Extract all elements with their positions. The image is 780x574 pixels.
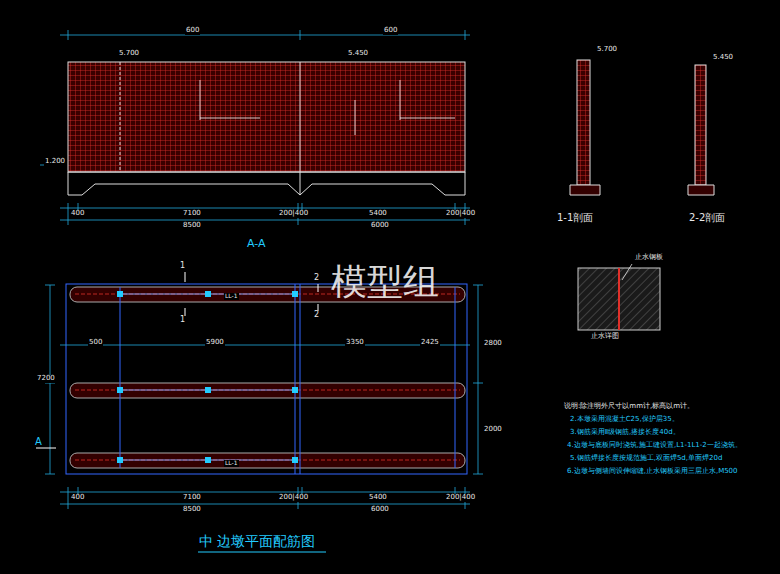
dimension-label: 600 xyxy=(185,27,200,35)
dimension-label: 止水钢板 xyxy=(634,254,664,262)
note-text: 说明:除注明外尺寸以mm计,标高以m计。 xyxy=(563,403,770,411)
dimension-label: 5.450 xyxy=(347,50,369,58)
dimension-label: 200|400 xyxy=(278,494,309,502)
dimension-label: 1 xyxy=(179,262,186,271)
dimension-label: LL-1 xyxy=(224,460,239,467)
dimension-label: 7100 xyxy=(182,494,202,502)
watermark: 模型组 xyxy=(330,262,440,302)
dimension-label: 5.700 xyxy=(596,46,618,54)
dimension-label: 5900 xyxy=(205,339,225,347)
dimension-label: 600 xyxy=(383,27,398,35)
dimension-label: 3350 xyxy=(345,339,365,347)
dimension-label: 200|400 xyxy=(445,494,476,502)
dimension-label: 5400 xyxy=(368,210,388,218)
drawing-title: 中 边墩平面配筋图 xyxy=(198,534,316,549)
dimension-label: 1 xyxy=(179,316,186,325)
dimension-label: A-A xyxy=(246,238,267,250)
dimension-label: 8500 xyxy=(182,506,202,514)
dimension-label: 200|400 xyxy=(445,210,476,218)
dimension-label: 2-2剖面 xyxy=(688,212,726,223)
dimension-label: 2000 xyxy=(483,426,503,434)
dimension-label: 2 xyxy=(313,311,320,320)
note-text: 5.钢筋焊接长度按规范施工,双面焊5d,单面焊20d xyxy=(569,455,776,463)
dimension-label: 6000 xyxy=(370,222,390,230)
dimension-label: 5.450 xyxy=(712,54,734,62)
note-text: 4.边墩与底板同时浇筑,施工缝设置,L1-1L1-2一起浇筑。 xyxy=(566,442,773,450)
dimension-label: 2 xyxy=(313,274,320,283)
dimension-label: 400 xyxy=(70,210,85,218)
dimension-label: 止水详图 xyxy=(590,333,620,341)
dimension-label: 500 xyxy=(88,339,103,347)
dimension-label: 200|400 xyxy=(278,210,309,218)
dimension-label: 2800 xyxy=(483,340,503,348)
dimension-label: LL-1 xyxy=(224,293,239,300)
dimension-label: 7200 xyxy=(36,375,56,383)
dimension-label: 1-1剖面 xyxy=(556,212,594,223)
dimension-label: 2425 xyxy=(420,339,440,347)
dimension-label: A xyxy=(34,436,43,447)
note-text: 2.本墩采用混凝土C25,保护层35。 xyxy=(569,416,776,424)
dimension-label: 5400 xyxy=(368,494,388,502)
dimension-label: 5.700 xyxy=(118,50,140,58)
dimension-label: 400 xyxy=(70,494,85,502)
note-text: 3.钢筋采用Ⅱ级钢筋,搭接长度40d。 xyxy=(569,429,776,437)
note-text: 6.边墩与侧墙间设伸缩缝,止水钢板采用三层止水,M500 xyxy=(566,468,773,476)
dimension-label: 7100 xyxy=(182,210,202,218)
dimension-label: 6000 xyxy=(370,506,390,514)
dimension-label: 8500 xyxy=(182,222,202,230)
dimension-label: 1.200 xyxy=(44,158,66,166)
